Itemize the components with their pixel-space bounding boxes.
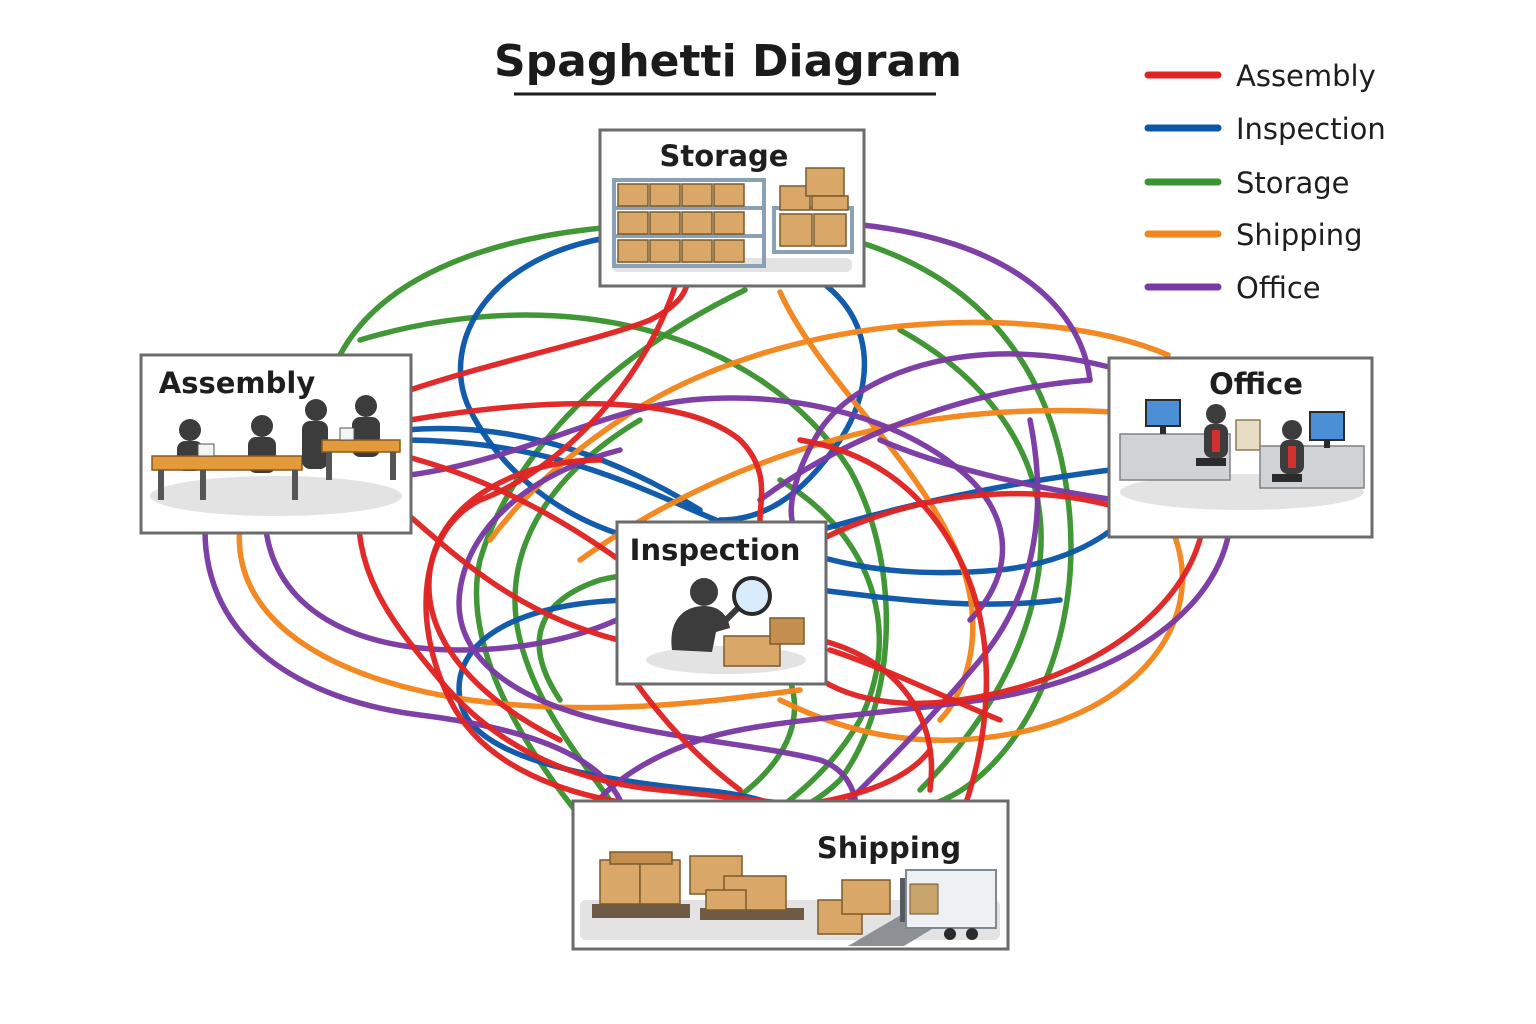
legend-label-assembly: Assembly [1236,59,1376,93]
office-path [407,395,1006,623]
assembly-path [817,637,935,793]
legend: Assembly Inspection Storage Shipping Off… [1144,59,1386,305]
legend-label-inspection: Inspection [1236,112,1386,146]
office-path [859,222,1093,383]
storage-path [897,327,1044,793]
assembly-path [407,267,691,393]
legend-label-office: Office [1236,271,1321,305]
storage-path [849,237,1074,808]
assembly-path [426,457,603,743]
inspection-label: Inspection [630,533,801,567]
legend-item-office: Office [1144,271,1321,305]
inspector-magnifier-icon [646,576,806,674]
assembly-path [797,437,990,823]
assembly-label: Assembly [159,366,316,400]
warehouse-shelves-icon [612,167,854,272]
legend-item-assembly: Assembly [1144,59,1376,93]
inspection-path [817,587,1063,607]
shipping-path [777,522,1186,743]
inspection-path [817,467,1113,533]
office-path [456,447,859,823]
legend-item-shipping: Shipping [1144,218,1363,252]
office-station: Office [1107,356,1374,539]
storage-label: Storage [660,139,789,173]
diagram-title: Spaghetti Diagram [494,36,962,87]
legend-item-inspection: Inspection [1144,112,1386,146]
shipping-truck-icon [580,851,1000,946]
storage-path [337,225,605,358]
inspection-station: Inspection [615,520,828,686]
legend-item-storage: Storage [1144,166,1349,200]
office-path [788,351,1123,523]
legend-label-shipping: Shipping [1236,218,1363,252]
office-label: Office [1209,367,1303,401]
assembly-path [827,647,1003,723]
office-path [757,377,1093,503]
shipping-label: Shipping [817,831,961,865]
assembly-path [797,507,1208,707]
assembly-workers-icon [150,395,402,516]
shipping-station: Shipping [571,799,1010,951]
storage-station: Storage [598,128,866,288]
assembly-station: Assembly [139,353,413,535]
shipping-path [236,522,803,711]
assembly-path [407,400,765,523]
office-path [582,522,1233,823]
office-desks-icon [1119,399,1365,510]
office-path [202,527,623,803]
legend-label-storage: Storage [1236,166,1349,200]
